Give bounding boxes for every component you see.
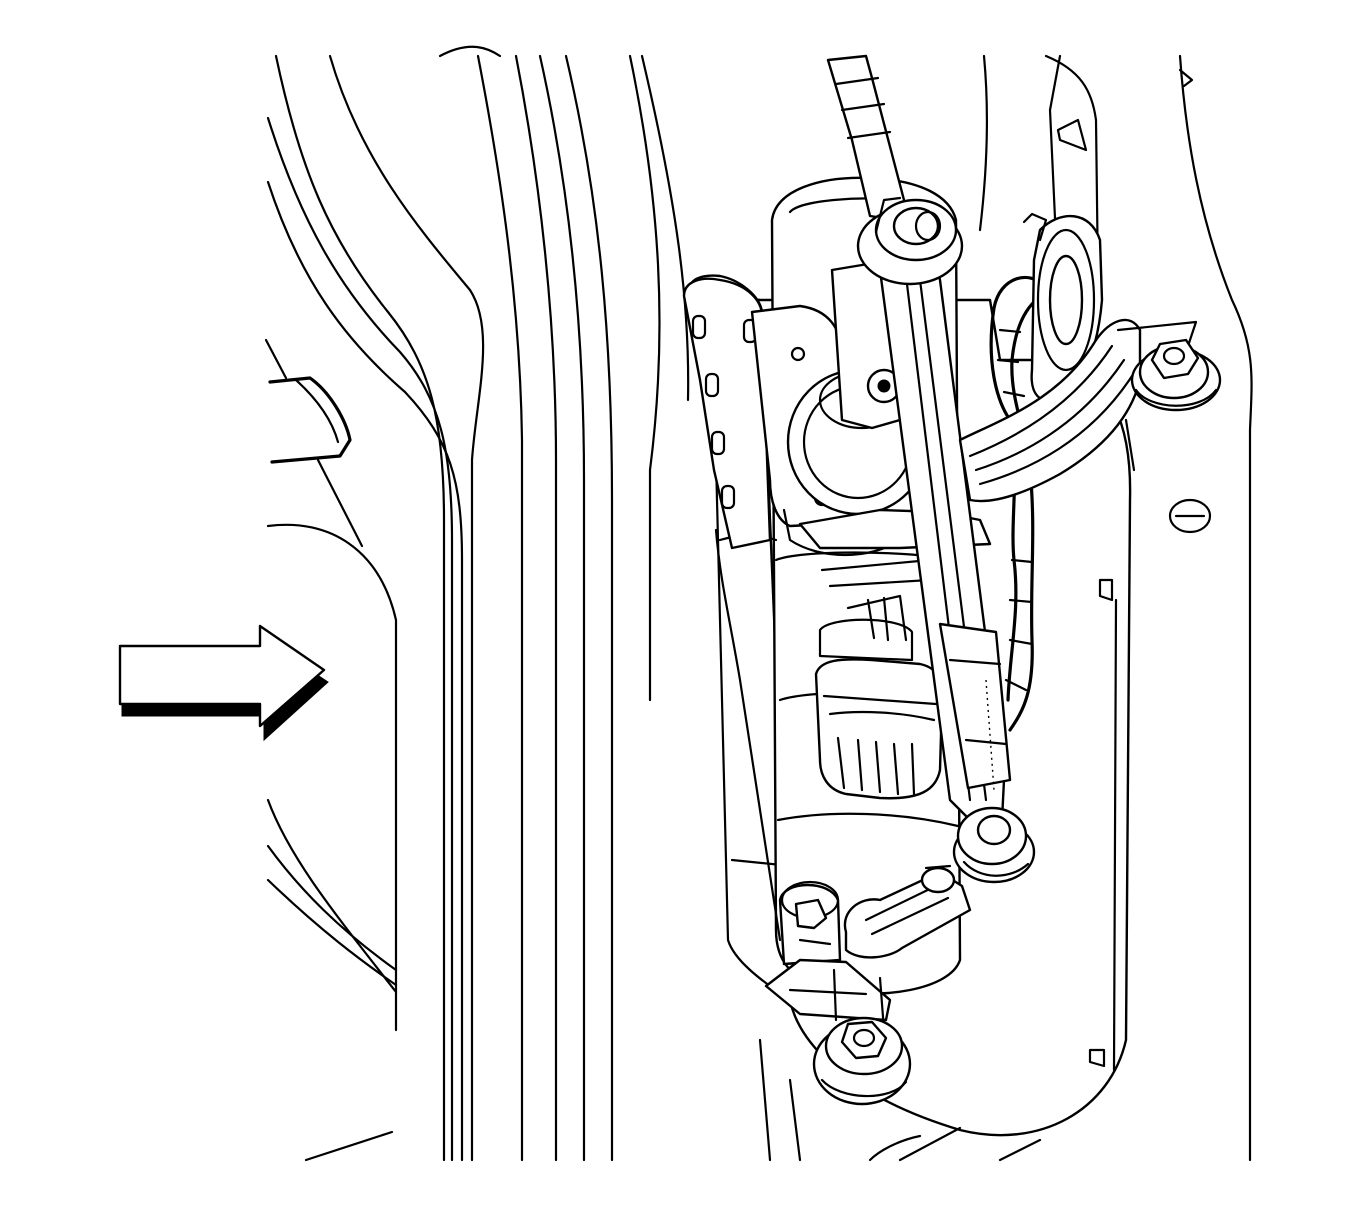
body-pillar-panel [264,45,690,1162]
strap-bracket [958,318,1198,503]
lower-link-arm [843,864,972,959]
wiper-linkage [826,54,1012,826]
body-panel-right [978,54,1253,1162]
housing-stud [778,880,842,966]
direction-arrow [118,624,329,742]
upper-pivot [856,196,964,286]
wiper-module [682,54,1222,1162]
mounting-nut [812,1016,912,1106]
mounting-bolt [1130,338,1222,412]
electrical-connector [814,558,944,800]
lower-pivot [952,806,1036,884]
